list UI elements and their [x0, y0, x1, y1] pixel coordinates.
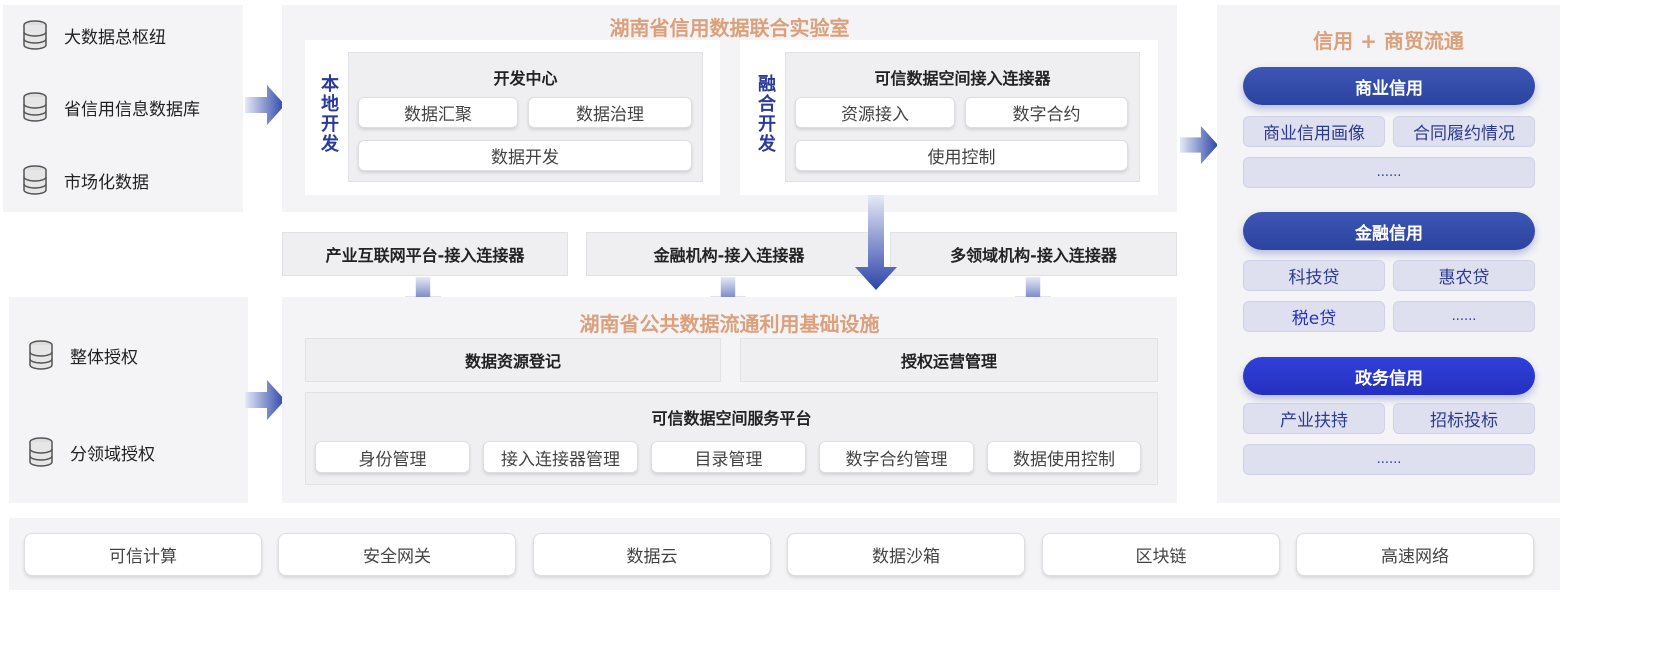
local-dev-label: 本地开发 [321, 74, 339, 155]
arrow-right-icon [245, 380, 285, 420]
app-tag: ...... [1393, 301, 1535, 332]
app-tag: 税e贷 [1243, 301, 1385, 332]
app-tag: 合同履约情况 [1393, 116, 1535, 147]
source-item: 大数据总枢纽 [22, 20, 166, 50]
base-item: 安全网关 [278, 533, 516, 576]
fusion-dev-label: 融合开发 [758, 74, 776, 155]
connector-finance: 金融机构-接入连接器 [586, 232, 872, 276]
base-item: 数据沙箱 [787, 533, 1025, 576]
source-item: 省信用信息数据库 [22, 92, 200, 122]
module-data-aggregation: 数据汇聚 [358, 97, 518, 128]
app-tag: ...... [1243, 157, 1535, 188]
source-item: 市场化数据 [22, 165, 149, 195]
database-icon [28, 437, 54, 467]
app-tag: 产业扶持 [1243, 403, 1385, 434]
arrow-right-icon [245, 85, 285, 125]
service-platform-title: 可信数据空间服务平台 [651, 409, 812, 428]
database-icon [28, 340, 54, 370]
source-label: 省信用信息数据库 [64, 99, 200, 120]
database-icon [22, 20, 48, 50]
app-tag: 商业信用画像 [1243, 116, 1385, 147]
base-item: 可信计算 [24, 533, 262, 576]
arrow-right-icon [1180, 125, 1218, 165]
platform-module: 数字合约管理 [819, 441, 974, 473]
module-data-governance: 数据治理 [528, 97, 692, 128]
database-icon [22, 92, 48, 122]
authorized-operation: 授权运营管理 [740, 338, 1158, 382]
dev-center-title: 开发中心 [493, 69, 558, 88]
base-item: 区块链 [1042, 533, 1280, 576]
platform-module: 目录管理 [651, 441, 806, 473]
platform-module: 身份管理 [315, 441, 470, 473]
applications-title: 信用 + 商贸流通 [1313, 29, 1464, 53]
group-government-credit: 政务信用 [1243, 357, 1535, 395]
module-resource-access: 资源接入 [795, 97, 955, 128]
connector-title: 可信数据空间接入连接器 [874, 69, 1051, 88]
connector-multi-domain: 多领域机构-接入连接器 [890, 232, 1177, 276]
authorization-panel [9, 297, 248, 503]
base-item: 数据云 [533, 533, 771, 576]
platform-module: 接入连接器管理 [483, 441, 638, 473]
app-tag: 科技贷 [1243, 260, 1385, 291]
module-digital-contract: 数字合约 [965, 97, 1128, 128]
auth-item: 分领域授权 [28, 437, 155, 467]
app-tag: ...... [1243, 444, 1535, 475]
app-tag: 招标投标 [1393, 403, 1535, 434]
base-item: 高速网络 [1296, 533, 1534, 576]
resource-registration: 数据资源登记 [305, 338, 721, 382]
app-tag: 惠农贷 [1393, 260, 1535, 291]
group-financial-credit: 金融信用 [1243, 212, 1535, 250]
module-usage-control: 使用控制 [795, 140, 1128, 171]
infra-title: 湖南省公共数据流通利用基础设施 [579, 312, 880, 336]
module-data-development: 数据开发 [358, 140, 692, 171]
database-icon [22, 165, 48, 195]
auth-item: 整体授权 [28, 340, 138, 370]
arrow-down-icon [855, 195, 897, 290]
source-label: 大数据总枢纽 [64, 27, 166, 48]
auth-label: 分领域授权 [70, 444, 155, 465]
auth-label: 整体授权 [70, 347, 138, 368]
connector-industry: 产业互联网平台-接入连接器 [282, 232, 568, 276]
lab-title: 湖南省信用数据联合实验室 [609, 16, 850, 40]
source-label: 市场化数据 [64, 172, 149, 193]
platform-module: 数据使用控制 [987, 441, 1141, 473]
group-business-credit: 商业信用 [1243, 67, 1535, 105]
